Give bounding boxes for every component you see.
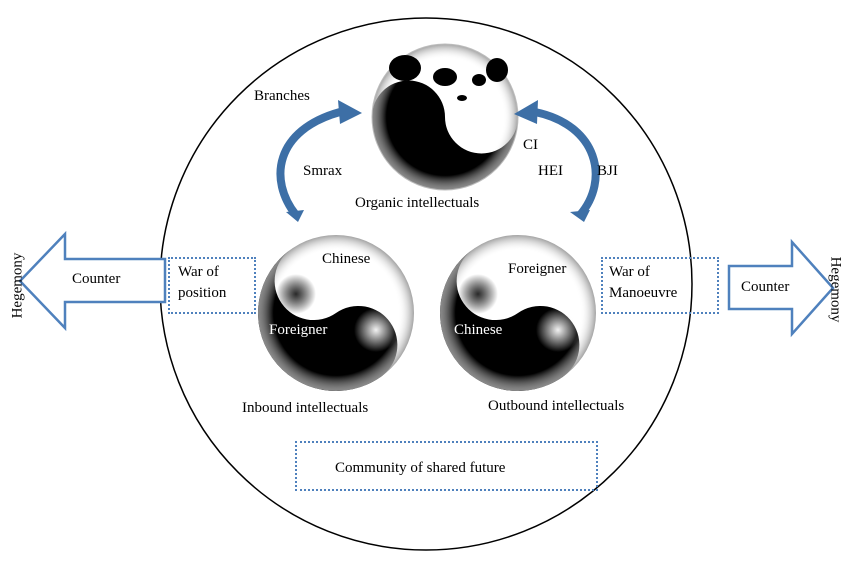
- panda-eye-icon: [472, 74, 486, 86]
- war-of-manoeuvre-line2: Manoeuvre: [609, 285, 678, 301]
- left-yinyang-bottom-label: Foreigner: [269, 322, 328, 338]
- curved-arrow-left: [276, 100, 362, 222]
- label-branches: Branches: [254, 88, 310, 104]
- right-yinyang-bottom-label: Chinese: [454, 322, 503, 338]
- label-ci: CI: [523, 137, 538, 153]
- label-inbound-intellectuals: Inbound intellectuals: [242, 400, 369, 416]
- panda-nose-icon: [457, 95, 467, 101]
- war-of-position-box: War of position: [168, 257, 256, 314]
- left-yinyang: [258, 235, 414, 391]
- war-of-manoeuvre-line1: War of: [609, 264, 650, 280]
- panda-ear-icon: [486, 58, 508, 82]
- war-of-position-line2: position: [178, 285, 227, 301]
- label-smrax: Smrax: [303, 163, 343, 179]
- right-hegemony-label: Hegemony: [827, 256, 844, 323]
- war-of-position-line1: War of: [178, 264, 219, 280]
- label-hei: HEI: [538, 163, 563, 179]
- right-counter-label: Counter: [741, 279, 790, 295]
- label-bji: BJI: [597, 163, 618, 179]
- right-yinyang-top-label: Foreigner: [508, 261, 567, 277]
- left-hegemony-label: Hegemony: [9, 252, 26, 319]
- right-counter-arrow: [727, 238, 835, 338]
- panda-yinyang: [371, 43, 519, 191]
- label-outbound-intellectuals: Outbound intellectuals: [488, 398, 625, 414]
- panda-ear-icon: [389, 55, 421, 81]
- curved-arrow-right: [514, 100, 600, 222]
- left-counter-label: Counter: [72, 271, 121, 287]
- community-label: Community of shared future: [335, 460, 506, 476]
- label-organic-intellectuals: Organic intellectuals: [355, 195, 480, 211]
- left-yinyang-top-label: Chinese: [322, 251, 371, 267]
- panda-eye-icon: [433, 68, 457, 86]
- right-yinyang: [440, 235, 596, 391]
- left-counter-arrow: [18, 230, 167, 332]
- community-box: Community of shared future: [295, 441, 598, 491]
- war-of-manoeuvre-box: War of Manoeuvre: [601, 257, 719, 314]
